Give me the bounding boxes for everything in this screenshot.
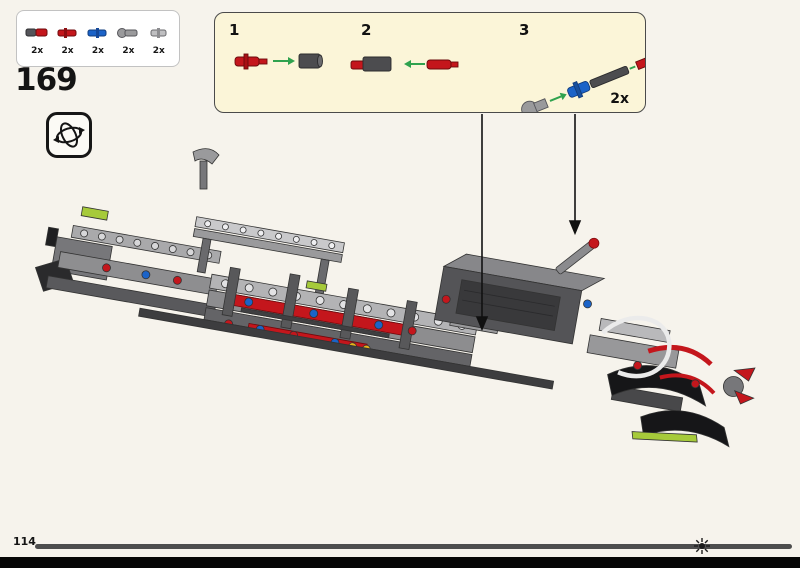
substep-callout-box: 1 2 3 2x [214,12,646,113]
sun-progress-marker-icon [694,538,710,554]
rotate-model-icon [46,112,92,158]
part-item: 2x [115,21,141,56]
inserted-axle-piece [555,237,600,275]
progress-bar [35,544,792,549]
page-number: 114 [13,535,36,548]
callout-pointer-arrows [475,114,582,332]
part-count: 2x [152,46,165,56]
chassis [34,206,756,448]
substep-2-label: 2 [361,21,372,39]
red-pin-with-dark-sleeve-icon [25,28,48,37]
blue-long-pin-icon [87,28,107,38]
step-number: 169 [15,62,78,98]
part-item: 2x [24,21,50,56]
substep-3-diagram [521,57,645,112]
part-item: 2x [146,21,172,56]
red-axle-pin-icon [57,28,77,38]
part-count: 2x [91,46,104,56]
substep-count-label: 2x [610,91,629,107]
substep-2-diagram [350,56,459,72]
substep-diagram [234,53,645,112]
substep-3-label: 3 [519,21,530,39]
page-bottom-edge [0,557,800,568]
part-count: 2x [61,46,74,56]
gray-pin-icon [150,28,167,38]
rotate-arrows-glyph [53,122,85,148]
substep-1-diagram [234,53,323,70]
gray-ball-socket-connector-icon [117,28,138,38]
part-item: 2x [85,21,111,56]
substep-1-label: 1 [229,21,240,39]
parts-callout-box: 2x 2x 2x 2x 2x [16,10,180,67]
part-count: 2x [31,46,44,56]
part-item: 2x [55,21,81,56]
part-count: 2x [122,46,135,56]
lever-piece [192,148,220,190]
